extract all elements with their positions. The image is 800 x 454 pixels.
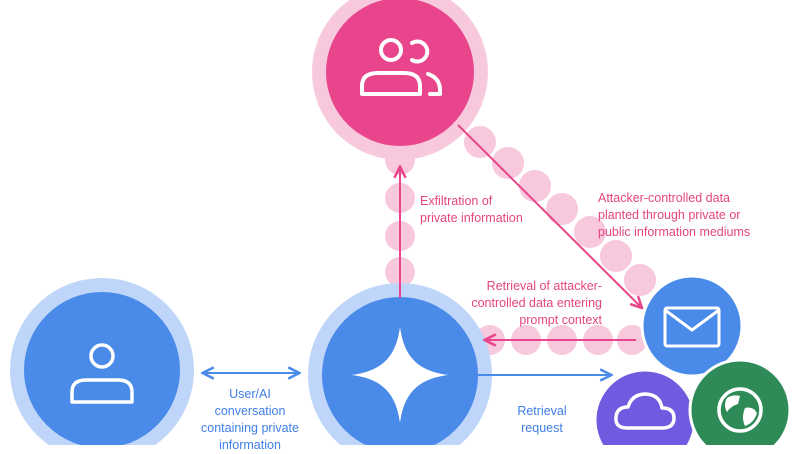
retrieval-attacker-data-label: Retrieval of attacker- controlled data e… [471, 279, 602, 327]
exfiltration-label: Exfiltration of private information [420, 194, 523, 225]
envelope-icon [663, 306, 721, 348]
user-person-icon [70, 343, 134, 404]
user-node [10, 278, 194, 445]
sparkle-star-icon [352, 327, 448, 423]
mail-node [640, 274, 744, 378]
globe-icon [717, 387, 763, 433]
retrieval-request-label: Retrieval request [517, 404, 567, 435]
web-node [688, 358, 792, 445]
cloud-icon [614, 392, 676, 430]
conversation-label: User/AI conversation containing private … [201, 387, 299, 452]
attacker-planting-arrow [457, 124, 641, 307]
cloud-node [593, 368, 697, 445]
attacker-group-icon [360, 38, 442, 96]
attacker-node [312, 0, 488, 160]
attacker-data-label: Attacker-controlled data planted through… [598, 191, 751, 239]
assistant-node [308, 283, 492, 445]
